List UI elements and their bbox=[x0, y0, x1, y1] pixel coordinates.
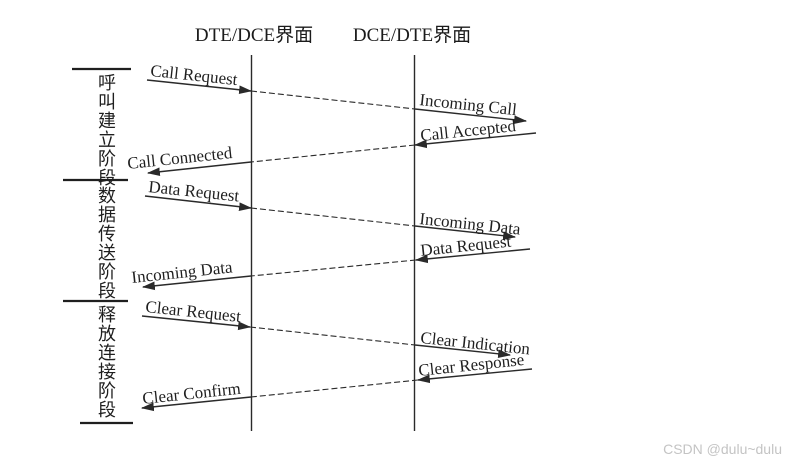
message-line-clear-response-mid bbox=[250, 379, 419, 398]
message-line-call-accepted-mid bbox=[250, 144, 416, 163]
message-line-clear-request-mid bbox=[249, 326, 416, 346]
message-line-incoming-data-right bbox=[414, 225, 517, 241]
watermark-text: CSDN @dulu~dulu bbox=[663, 441, 782, 457]
message-line-call-request bbox=[146, 79, 253, 95]
message-label-call-connected: Call Connected bbox=[126, 143, 233, 173]
phase-label-call-setup: 呼叫建立阶段 bbox=[96, 73, 116, 187]
message-line-incoming-call bbox=[414, 108, 528, 125]
header-dce-dte: DCE/DTE界面 bbox=[353, 25, 471, 46]
message-line-data-request-rtl bbox=[414, 248, 531, 264]
message-line-clear-response bbox=[416, 368, 533, 384]
message-line-call-connected bbox=[146, 161, 252, 177]
message-line-call-request-mid bbox=[250, 90, 416, 110]
message-label-call-accepted: Call Accepted bbox=[419, 116, 517, 145]
message-line-incoming-data-left bbox=[141, 275, 252, 291]
phase-label-data-transfer: 数据传送阶段 bbox=[96, 186, 116, 300]
message-line-call-accepted bbox=[413, 132, 537, 149]
header-dte-dce: DTE/DCE界面 bbox=[195, 25, 313, 46]
message-line-clear-request bbox=[141, 315, 252, 331]
message-line-clear-indication bbox=[414, 344, 512, 359]
message-line-clear-confirm bbox=[140, 396, 252, 412]
phase-label-release-connection: 释放连接阶段 bbox=[96, 305, 116, 419]
message-line-data-request-ltr bbox=[144, 195, 253, 211]
message-line-data-request-rtl-mid bbox=[250, 259, 417, 277]
message-line-data-request-ltr-mid bbox=[250, 207, 416, 227]
